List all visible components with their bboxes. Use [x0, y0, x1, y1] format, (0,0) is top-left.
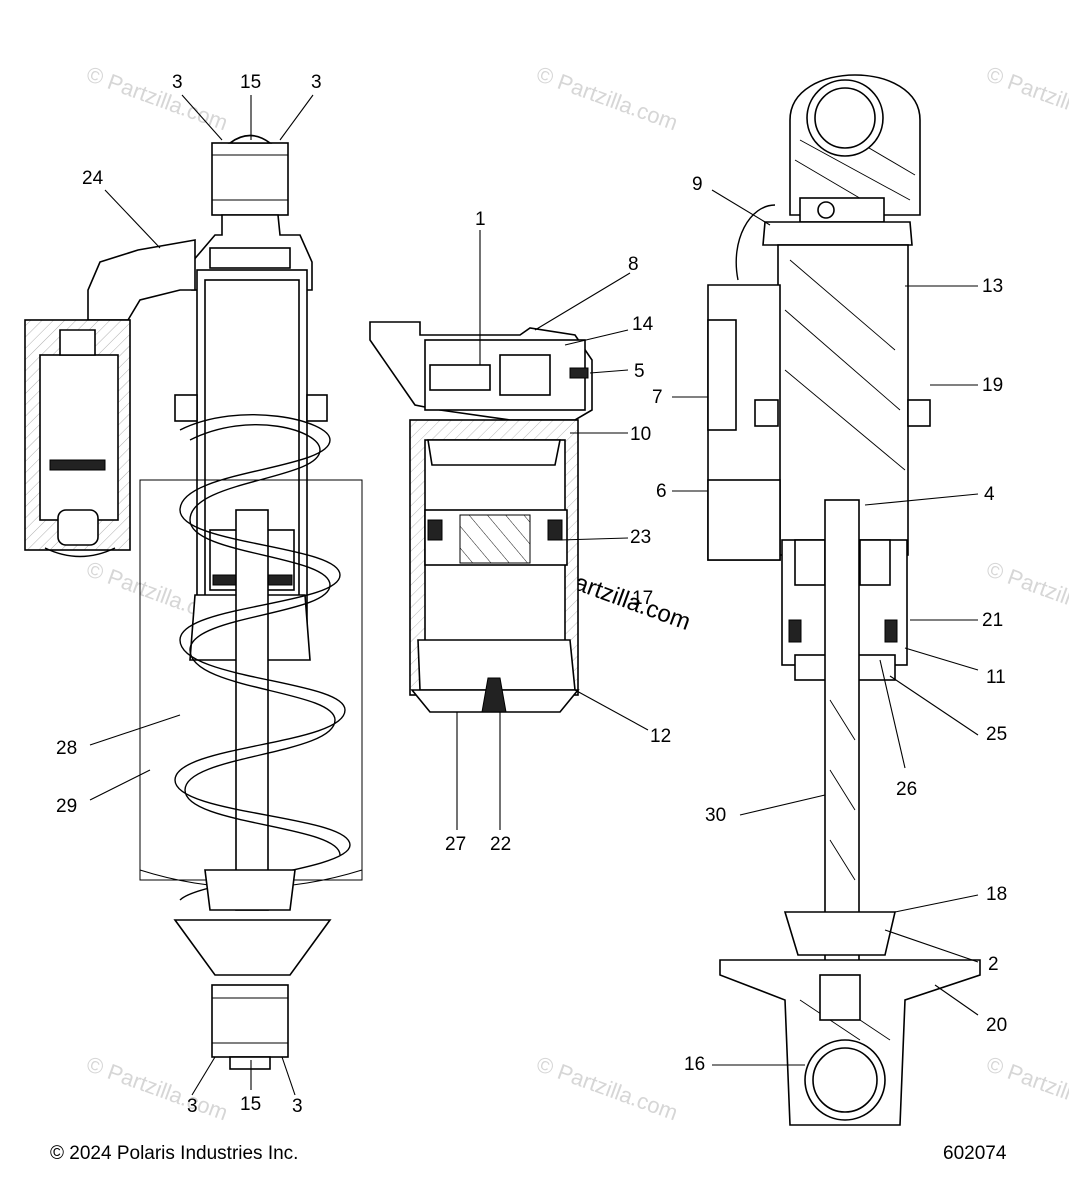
callout-label: 4 — [984, 484, 995, 505]
callout-label: 28 — [56, 738, 77, 759]
callout-label: 19 — [982, 375, 1003, 396]
callout-label: 17 — [632, 588, 653, 609]
callout-label: 2 — [988, 954, 999, 975]
callout-label: 13 — [982, 276, 1003, 297]
middle-reservoir-assembly — [369, 321, 593, 713]
callout-label: 9 — [692, 174, 703, 195]
callout-label: 1 — [475, 209, 486, 230]
callout-label: 27 — [445, 834, 466, 855]
callout-label: 15 — [240, 1094, 261, 1115]
callout-label: 25 — [986, 724, 1007, 745]
callout-label: 26 — [896, 779, 917, 800]
callout-label: 8 — [628, 254, 639, 275]
callout-label: 23 — [630, 527, 651, 548]
watermark-text: © Partzilla.com — [983, 1051, 1069, 1125]
callout-label: 29 — [56, 796, 77, 817]
callout-label: 15 — [240, 72, 261, 93]
copyright-notice: © 2024 Polaris Industries Inc. — [50, 1143, 299, 1164]
callout-label: 5 — [634, 361, 645, 382]
callout-label: 11 — [986, 667, 1006, 688]
callout-label: 12 — [650, 726, 671, 747]
callout-label: 18 — [986, 884, 1007, 905]
watermark-text: © Partzilla.com — [983, 61, 1069, 135]
watermark-text: © Partzilla.com — [533, 61, 681, 135]
callout-label: 24 — [82, 168, 104, 189]
callout-label: 21 — [982, 610, 1003, 631]
watermark-text: © Partzilla.com — [83, 61, 231, 135]
callout-label: 3 — [311, 72, 322, 93]
right-shock-assembly — [707, 74, 981, 1126]
callout-label: 16 — [684, 1054, 705, 1075]
callout-label: 22 — [490, 834, 511, 855]
callout-label: 14 — [632, 314, 654, 335]
callout-label: 3 — [187, 1096, 198, 1117]
leader-lines — [89, 94, 979, 1096]
drawing-number: 602074 — [943, 1143, 1007, 1164]
watermark-text: © Partzilla.com — [533, 1051, 681, 1125]
watermark-text: © Partzilla.com — [83, 1051, 231, 1125]
callout-label: 10 — [630, 424, 651, 445]
left-shock-assembly — [24, 134, 363, 1070]
callout-label: 6 — [656, 481, 667, 502]
callout-labels: 3 15 3 24 28 29 3 15 3 1 8 14 5 10 23 17… — [56, 72, 1007, 1117]
callout-label: 3 — [172, 72, 183, 93]
callout-label: 7 — [652, 387, 663, 408]
callout-label: 30 — [705, 805, 726, 826]
callout-label: 3 — [292, 1096, 303, 1117]
callout-label: 20 — [986, 1015, 1007, 1036]
